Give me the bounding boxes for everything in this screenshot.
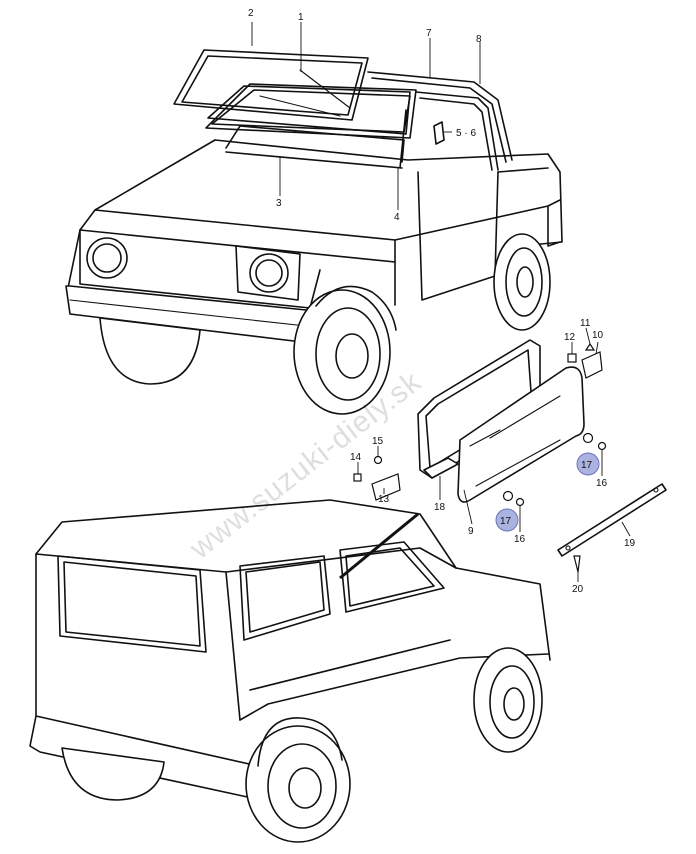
callout-19[interactable]: 19 — [624, 538, 636, 549]
callout-1[interactable]: 1 — [298, 12, 304, 23]
callout-14[interactable]: 14 — [350, 452, 362, 463]
callout-13[interactable]: 13 — [378, 494, 390, 505]
callout-20[interactable]: 20 — [572, 584, 584, 595]
callout-2[interactable]: 2 — [248, 8, 254, 19]
side-window-assembly — [353, 339, 667, 573]
callout-labels[interactable]: 1 2 3 4 5 · 6 7 8 9 10 11 12 13 14 15 16… — [248, 8, 636, 595]
upper-vehicle-drawing — [65, 139, 563, 415]
callout-9[interactable]: 9 — [468, 526, 474, 537]
leader-lines — [251, 22, 631, 582]
callout-10[interactable]: 10 — [592, 330, 604, 341]
callout-18[interactable]: 18 — [434, 502, 446, 513]
lower-vehicle-drawing — [29, 499, 551, 843]
callout-7[interactable]: 7 — [426, 28, 432, 39]
callout-5-6[interactable]: 5 · 6 — [456, 128, 476, 139]
callout-17b[interactable]: 17 — [500, 516, 512, 527]
callout-4[interactable]: 4 — [394, 212, 400, 223]
callout-8[interactable]: 8 — [476, 34, 482, 45]
callout-highlight-17b — [495, 508, 519, 532]
callout-12[interactable]: 12 — [564, 332, 576, 343]
callout-highlight-17a — [576, 452, 600, 476]
callout-15[interactable]: 15 — [372, 436, 384, 447]
callout-17a[interactable]: 17 — [581, 460, 593, 471]
windshield-seals — [173, 49, 513, 171]
callout-3[interactable]: 3 — [276, 198, 282, 209]
callout-11[interactable]: 11 — [580, 318, 591, 329]
callout-16a[interactable]: 16 — [596, 478, 608, 489]
callout-16b[interactable]: 16 — [514, 534, 526, 545]
